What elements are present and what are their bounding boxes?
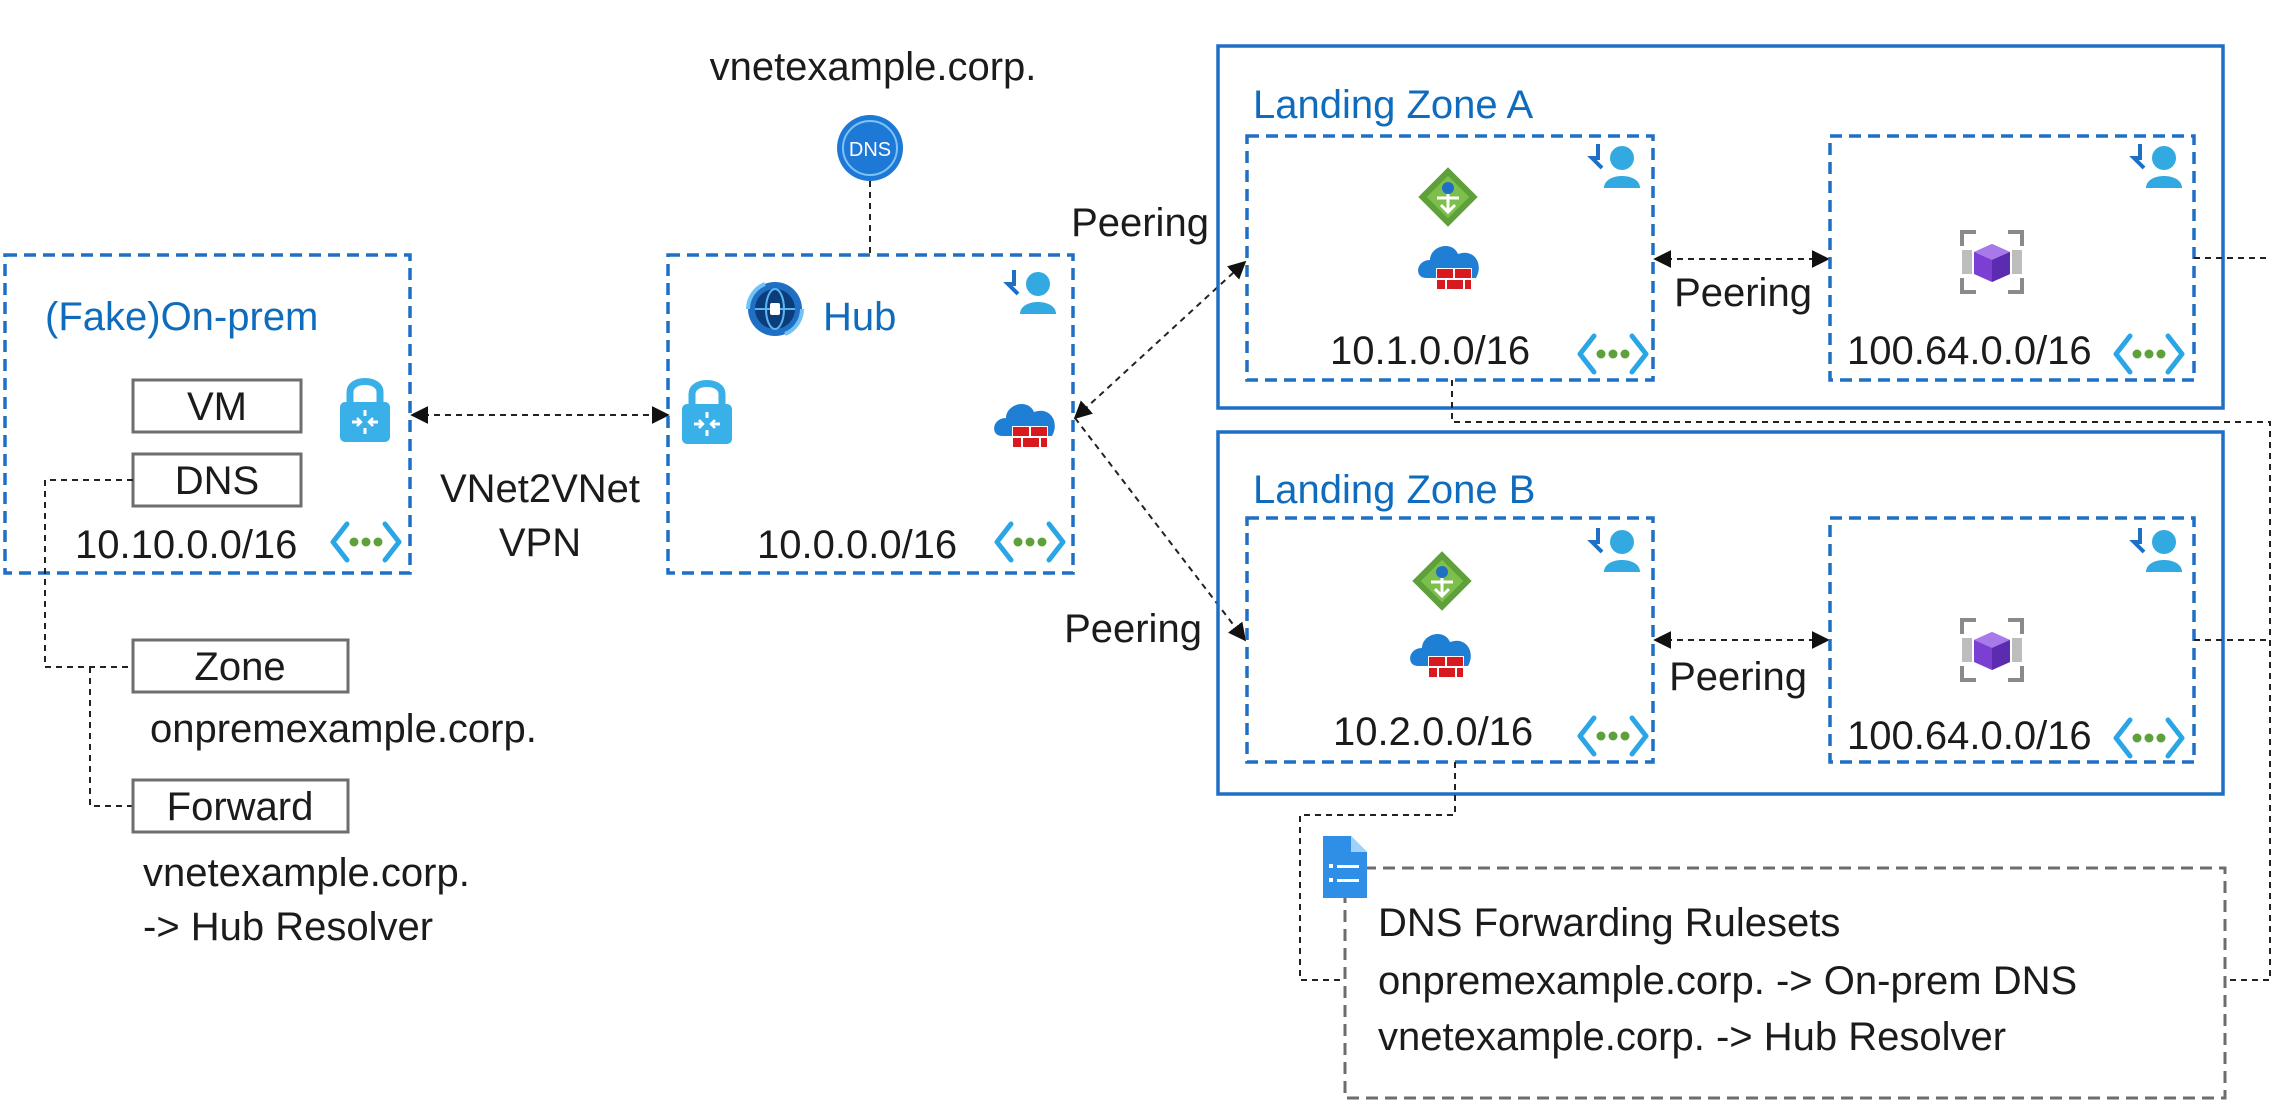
lza-firewall-icon [1418, 246, 1479, 290]
lza-hub-spoke-vnet [1245, 134, 1655, 382]
onprem-cidr: 10.10.0.0/16 [75, 523, 297, 567]
lza-cidr-left: 10.1.0.0/16 [1330, 329, 1530, 373]
onprem-vpn-gateway-icon [340, 382, 390, 443]
lza-managed-identity-icon [1590, 142, 1642, 190]
landing-zone-b-box [1216, 430, 2225, 796]
hub-lza-peering-label: Peering [1071, 201, 1209, 245]
lza-vnet-icon-right [2116, 336, 2182, 372]
lzb-vnet-icon-left [1580, 718, 1646, 754]
vpn-label-line2: VPN [499, 521, 581, 565]
lza-container-app-env-icon [1960, 230, 2024, 294]
zone-to-forward-link [89, 667, 133, 807]
zone-label: Zone [194, 645, 285, 689]
zone-box [131, 638, 350, 694]
landing-zone-b-title: Landing Zone B [1253, 468, 1535, 512]
forward-box [131, 778, 350, 834]
onprem-vm-box [131, 378, 303, 434]
lzb-app-managed-identity-icon [2132, 526, 2184, 574]
lzb-hub-spoke-vnet [1245, 516, 1655, 764]
landing-zone-a-title: Landing Zone A [1253, 83, 1534, 127]
ruleset-document-icon [1323, 836, 1367, 898]
lza-internal-peering-label: Peering [1674, 271, 1812, 315]
hub-private-zone: vnetexample.corp. [710, 45, 1037, 89]
lzb-route-table-icon [1410, 549, 1474, 613]
lzb-container-app-env-icon [1960, 618, 2024, 682]
onprem-title: (Fake)On-prem [45, 295, 318, 339]
lza-cidr-right: 100.64.0.0/16 [1847, 329, 2092, 373]
dns-ruleset-box [1343, 866, 2227, 1100]
hub-title: Hub [823, 295, 896, 339]
landing-zone-a-box [1216, 44, 2225, 410]
hub-managed-identity-icon [1006, 268, 1058, 316]
hub-cidr: 10.0.0.0/16 [757, 523, 957, 567]
lza-route-table-icon [1416, 165, 1480, 229]
lzb-internal-peering-label: Peering [1669, 655, 1807, 699]
lzb-ruleset-link [1299, 762, 1456, 981]
hub-firewall-icon [994, 404, 1055, 448]
ruleset-rule-1: onpremexample.corp. -> On-prem DNS [1378, 959, 2077, 1003]
vpn-label-line1: VNet2VNet [440, 467, 640, 511]
hub-vnet-icon [997, 524, 1063, 560]
forward-target-line2: -> Hub Resolver [143, 905, 433, 949]
lza-vnet-icon-left [1580, 336, 1646, 372]
lzb-managed-identity-icon [1590, 526, 1642, 574]
ruleset-rule-2: vnetexample.corp. -> Hub Resolver [1378, 1015, 2006, 1059]
lza-app-managed-identity-icon [2132, 142, 2184, 190]
lzb-vnet-icon-right [2116, 720, 2182, 756]
lza-ruleset-link [1451, 380, 2271, 981]
hub-lzb-peering-label: Peering [1064, 607, 1202, 651]
ruleset-title: DNS Forwarding Rulesets [1378, 901, 1840, 945]
forward-target-line1: vnetexample.corp. [143, 851, 470, 895]
onprem-vm-label: VM [187, 385, 247, 429]
lzb-firewall-icon [1410, 634, 1471, 678]
lzb-cidr-right: 100.64.0.0/16 [1847, 714, 2092, 758]
zone-name: onpremexample.corp. [150, 707, 537, 751]
onprem-dns-box [131, 452, 303, 508]
onprem-dns-label: DNS [175, 459, 259, 503]
dns-badge-text: DNS [849, 139, 891, 161]
onprem-vnet-icon [333, 524, 399, 560]
private-dns-icon [837, 115, 903, 181]
lzb-cidr-left: 10.2.0.0/16 [1333, 710, 1533, 754]
hub-globe-icon [746, 280, 804, 338]
hub-vpn-gateway-icon [682, 384, 732, 445]
forward-label: Forward [167, 785, 314, 829]
